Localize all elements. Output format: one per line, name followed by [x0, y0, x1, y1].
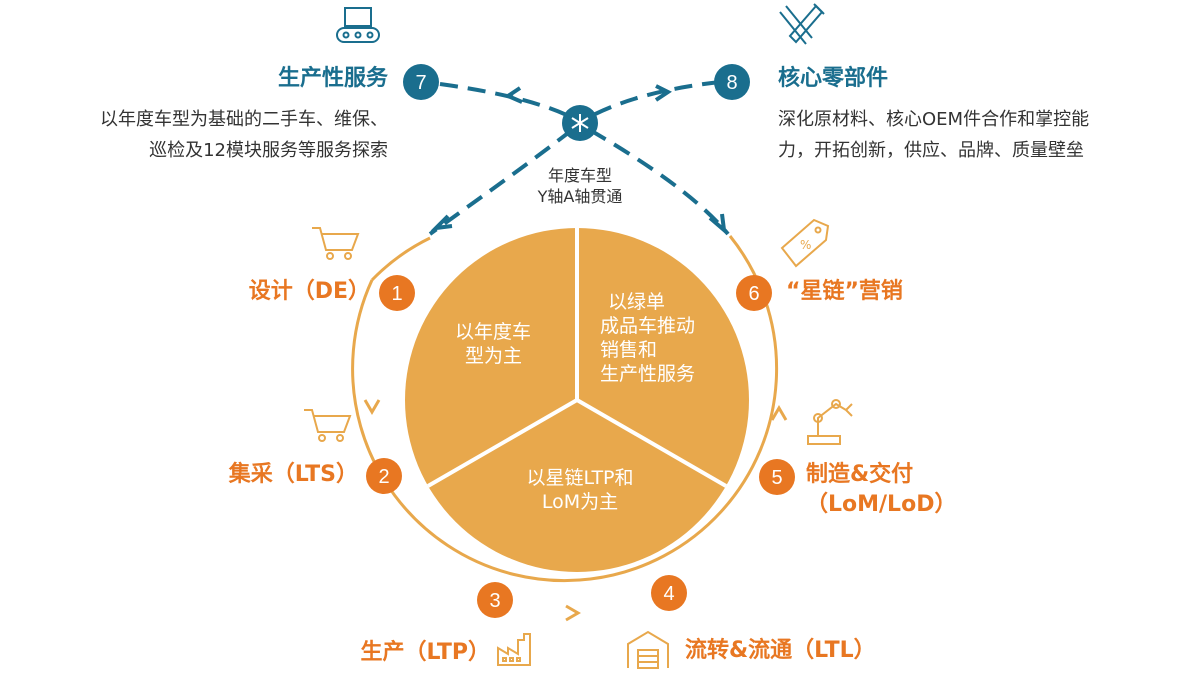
svg-text:8: 8 — [726, 72, 737, 94]
sector-right-line: 成品车推动 — [600, 315, 696, 337]
svg-text:2: 2 — [378, 466, 389, 488]
warehouse-icon — [627, 630, 669, 669]
stage-desc-8: 深化原材料、核心OEM件合作和掌控能 力，开拓创新，供应、品牌、质量壁垒 — [778, 104, 1089, 166]
arrow-to-7 — [503, 86, 523, 104]
ring-arrow-bottom — [565, 604, 581, 622]
sector-left-line: 以年度车 — [455, 321, 532, 343]
ring-arrow-right — [770, 405, 788, 421]
svg-text:6: 6 — [748, 283, 759, 305]
stage-badge-3: 3 — [477, 582, 513, 618]
stage-badge-6: 6 — [736, 275, 772, 311]
asterisk-icon — [571, 114, 589, 132]
svg-text:%: % — [800, 238, 811, 252]
stage-label-1: 设计（DE） — [248, 279, 370, 304]
sector-right-line: 生产性服务 — [600, 363, 696, 385]
stage-label-4: 流转&流通（LTL） — [685, 638, 876, 663]
stage-desc-8-line1: 深化原材料、核心OEM件合作和掌控能 — [778, 109, 1090, 130]
stage-badge-8: 8 — [714, 64, 750, 100]
sector-right-text: 以绿单 成品车推动 销售和 生产性服务 — [600, 290, 695, 386]
sector-left-line: 型为主 — [465, 345, 523, 367]
ring-arrow-left — [363, 399, 381, 415]
svg-text:4: 4 — [663, 583, 674, 605]
hub-label-line2: Y轴A轴贯通 — [537, 187, 623, 206]
stage-label-3: 生产（LTP） — [360, 640, 490, 665]
sector-bottom-text: 以星链LTP和 LoM为主 — [510, 466, 650, 514]
sector-right-line: 销售和 — [600, 339, 658, 361]
stage-badge-1: 1 — [379, 275, 415, 311]
hub-label-line1: 年度车型 — [547, 166, 612, 185]
tools-icon — [779, 3, 825, 45]
sector-bottom-line: 以星链LTP和 — [526, 467, 634, 489]
sector-left-text: 以年度车 型为主 — [455, 320, 531, 368]
hub-node — [562, 105, 598, 141]
stage-label-2: 集采（LTS） — [228, 462, 358, 487]
cycle-ring — [351, 235, 788, 622]
shopping-cart-icon — [312, 227, 360, 260]
stage-badge-2: 2 — [366, 458, 402, 494]
arrow-hub-to-6 — [708, 213, 727, 235]
svg-text:5: 5 — [771, 467, 782, 489]
center-pie — [405, 228, 749, 572]
factory-icon — [497, 633, 531, 666]
arrow-hub-to-1 — [430, 214, 453, 231]
hub-label: 年度车型 Y轴A轴贯通 — [525, 165, 635, 207]
sector-right-line: 以绿单 — [608, 291, 666, 313]
conveyor-icon — [336, 7, 380, 43]
stage-label-5: 制造&交付 （LoM/LoD） — [806, 462, 956, 519]
svg-text:3: 3 — [489, 590, 500, 612]
stage-label-6: “星链”营销 — [786, 279, 903, 304]
stage-badge-7: 7 — [403, 64, 439, 100]
stage-label-5-line2: （LoM/LoD） — [806, 492, 957, 518]
stage-desc-7-line2: 巡检及12模块服务等服务探索 — [149, 140, 388, 161]
svg-text:1: 1 — [391, 283, 402, 305]
teal-dashed-paths — [428, 80, 730, 236]
stage-badge-4: 4 — [651, 575, 687, 611]
stage-desc-7-line1: 以年度车型为基础的二手车、维保、 — [100, 109, 388, 130]
stage-badge-5: 5 — [759, 459, 795, 495]
price-tag-icon: % — [780, 218, 830, 268]
arrow-from-8 — [654, 84, 672, 102]
stage-label-7: 生产性服务 — [277, 66, 388, 91]
shopping-cart-icon — [304, 409, 352, 442]
sector-bottom-line: LoM为主 — [541, 491, 619, 513]
svg-text:7: 7 — [415, 72, 426, 94]
stage-desc-7: 以年度车型为基础的二手车、维保、 巡检及12模块服务等服务探索 — [100, 104, 388, 166]
robot-arm-icon — [807, 399, 853, 445]
stage-label-5-line1: 制造&交付 — [806, 462, 914, 487]
stage-label-8: 核心零部件 — [778, 66, 889, 91]
stage-desc-8-line2: 力，开拓创新，供应、品牌、质量壁垒 — [778, 140, 1084, 161]
stage-badges: 1 2 3 4 5 6 7 8 — [366, 64, 795, 618]
